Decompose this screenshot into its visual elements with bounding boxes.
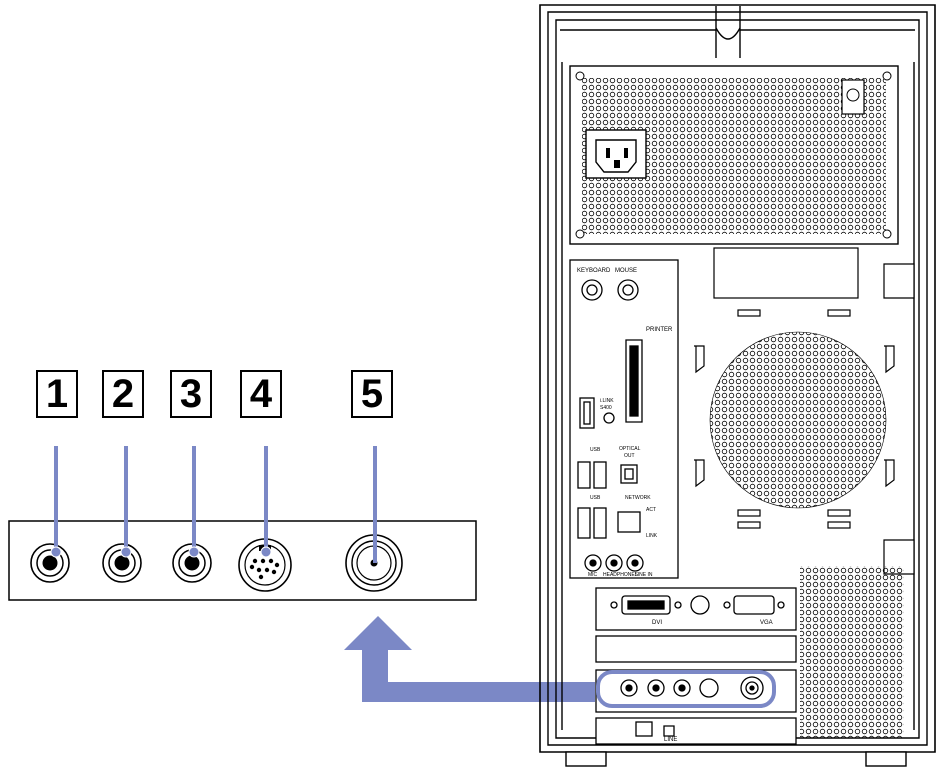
label-line-in: LINE IN — [635, 572, 653, 578]
label-network: NETWORK — [625, 495, 651, 501]
callout-3: 3 — [170, 370, 212, 418]
label-ilink-speed: S400 — [600, 405, 612, 411]
callout-2: 2 — [102, 370, 144, 418]
label-headphones: HEADPHONES — [603, 572, 639, 578]
label-usb-upper: USB — [590, 447, 601, 453]
expansion-slots — [595, 587, 797, 745]
label-printer: PRINTER — [646, 327, 673, 333]
label-line: LINE — [664, 737, 678, 743]
callout-1: 1 — [36, 370, 78, 418]
lower-grille — [800, 566, 904, 738]
label-dvi: DVI — [652, 620, 663, 626]
label-optical: OPTICAL — [619, 446, 641, 452]
case-details — [694, 247, 915, 575]
jack-3 — [172, 543, 212, 583]
label-mouse: MOUSE — [615, 268, 638, 274]
jack-4-svideo — [238, 538, 292, 592]
label-keyboard: KEYBOARD — [577, 268, 611, 274]
label-link: LINK — [646, 533, 658, 539]
power-supply — [569, 65, 899, 245]
jack-2 — [102, 543, 142, 583]
callout-leaders — [54, 446, 377, 563]
pc-tower — [539, 4, 936, 767]
label-vga: VGA — [760, 620, 773, 626]
pointer-arrow — [344, 616, 595, 702]
io-shield — [569, 259, 679, 579]
callout-5: 5 — [351, 370, 393, 418]
fan-grille — [709, 331, 887, 509]
label-optical-out: OUT — [624, 453, 635, 459]
label-act: ACT — [646, 507, 656, 513]
jack-1 — [30, 543, 70, 583]
leader-dots — [50, 546, 272, 558]
callout-4: 4 — [240, 370, 282, 418]
highlight-outline — [596, 670, 776, 708]
label-mic: MIC — [588, 572, 598, 578]
label-usb-lower: USB — [590, 495, 601, 501]
label-ilink: i.LINK — [600, 398, 614, 404]
